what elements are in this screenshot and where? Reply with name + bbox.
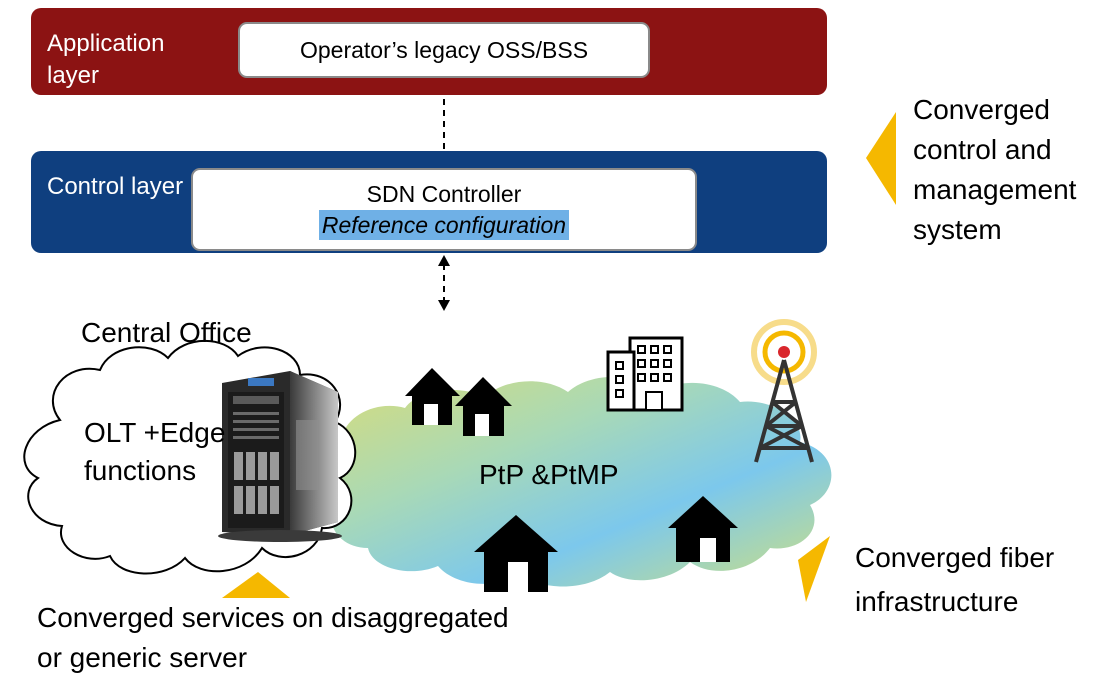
converged-fiber-label: Converged fiber infrastructure: [855, 542, 1055, 617]
antenna-tower-icon: [751, 319, 817, 463]
olt-edge-functions-label: OLT +Edge functions: [84, 417, 226, 486]
control-network-arrow: [438, 255, 450, 311]
application-layer-label: Application layer: [47, 30, 165, 89]
control-layer-label: Control layer: [47, 173, 184, 200]
house-icon-4: [668, 496, 738, 562]
central-office-label: Central Office: [81, 317, 252, 348]
sdn-controller-title: SDN Controller: [366, 181, 522, 207]
converged-control-label: Converged control and management system: [913, 94, 1077, 245]
ptp-ptmp-label: PtP &PtMP: [479, 459, 619, 490]
control-system-pointer-icon: [866, 112, 896, 205]
house-icon-3: [474, 515, 558, 592]
application-layer-band: Application layer Operator’s legacy OSS/…: [31, 8, 827, 95]
sdn-controller-box: SDN Controller Reference configuration: [191, 168, 697, 251]
converged-services-label: Converged services on disaggregated or g…: [37, 602, 509, 673]
oss-bss-box: Operator’s legacy OSS/BSS: [238, 22, 650, 78]
server-icon: [218, 371, 342, 542]
reference-configuration-label: Reference configuration: [318, 210, 570, 240]
fiber-pointer-icon: [798, 536, 830, 602]
services-pointer-icon: [222, 572, 290, 598]
house-icon-2: [455, 377, 512, 436]
control-layer-band: Control layer SDN Controller Reference c…: [31, 151, 827, 253]
building-icon: [606, 336, 684, 412]
house-icon-1: [405, 368, 460, 425]
